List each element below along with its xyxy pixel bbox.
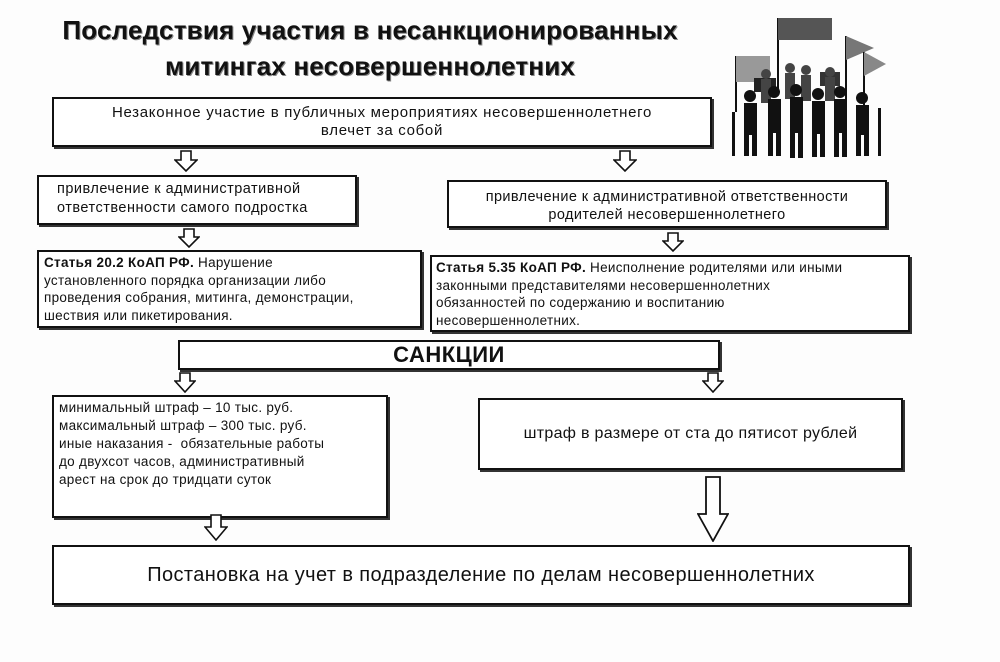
minor-responsibility-box: привлечение к административной ответстве… <box>37 175 357 225</box>
penalty-line: арест на срок до тридцати суток <box>59 472 272 487</box>
down-arrow-icon <box>697 476 729 542</box>
penalty-line: иные наказания - обязательные работы <box>59 436 325 451</box>
article-line: шествия или пикетирования. <box>44 307 233 323</box>
article-line: несовершеннолетних. <box>436 312 581 328</box>
article-line: Статья 5.35 КоАП РФ.Неисполнение родител… <box>436 259 908 277</box>
article-5-35-box: Статья 5.35 КоАП РФ.Неисполнение родител… <box>430 255 910 332</box>
responsibility-line: привлечение к административной ответстве… <box>485 189 849 205</box>
down-arrow-icon <box>178 228 200 248</box>
article-line: обязанностей по содержанию и воспитанию <box>436 295 725 310</box>
article-line: установленного порядка организации либо <box>44 272 326 288</box>
down-arrow-icon <box>702 372 724 393</box>
page-title: Последствия участия в несанкционированны… <box>20 12 720 84</box>
penalty-line: минимальный штраф – 10 тыс. руб. <box>59 400 294 415</box>
protest-crowd-illustration <box>732 18 886 158</box>
outcome-text: Постановка на учет в подразделение по де… <box>147 564 815 586</box>
consequence-line: Незаконное участие в публичных мероприят… <box>111 104 653 121</box>
consequence-box: Незаконное участие в публичных мероприят… <box>52 97 712 147</box>
penalty-line: максимальный штраф – 300 тыс. руб. <box>59 418 307 433</box>
article-reference: Статья 20.2 КоАП РФ. <box>44 255 195 270</box>
article-20-2-box: Статья 20.2 КоАП РФ.Нарушение установлен… <box>37 250 422 328</box>
title-line-1: Последствия участия в несанкционированны… <box>62 15 678 45</box>
minor-penalties-box: минимальный штраф – 10 тыс. руб. максима… <box>52 395 388 518</box>
sanctions-label: САНКЦИИ <box>393 342 505 367</box>
title-line-2: митингах несовершеннолетних <box>164 51 576 81</box>
down-arrow-icon <box>174 372 196 393</box>
responsibility-line: привлечение к административной <box>57 181 301 197</box>
parents-penalty-box: штраф в размере от ста до пятисот рублей <box>478 398 903 470</box>
penalty-text: штраф в размере от ста до пятисот рублей <box>523 425 858 442</box>
consequence-line: влечет за собой <box>320 122 444 139</box>
article-line: Статья 20.2 КоАП РФ.Нарушение <box>44 254 420 272</box>
down-arrow-icon <box>613 150 637 172</box>
sanctions-header: САНКЦИИ <box>178 340 720 370</box>
article-reference: Статья 5.35 КоАП РФ. <box>436 260 587 275</box>
penalty-line: до двухсот часов, административный <box>59 454 305 469</box>
article-text: Неисполнение родителями или иными <box>590 260 843 275</box>
responsibility-line: ответственности самого подростка <box>57 200 308 216</box>
parents-responsibility-box: привлечение к административной ответстве… <box>447 180 887 228</box>
article-line: проведения собрания, митинга, демонстрац… <box>44 290 354 305</box>
down-arrow-icon <box>662 232 684 252</box>
outcome-box: Постановка на учет в подразделение по де… <box>52 545 910 605</box>
article-text: Нарушение <box>198 255 273 270</box>
down-arrow-icon <box>204 514 228 541</box>
down-arrow-icon <box>174 150 198 172</box>
article-line: законными представителями несовершенноле… <box>436 277 771 293</box>
responsibility-line: родителей несовершеннолетнего <box>548 207 786 223</box>
